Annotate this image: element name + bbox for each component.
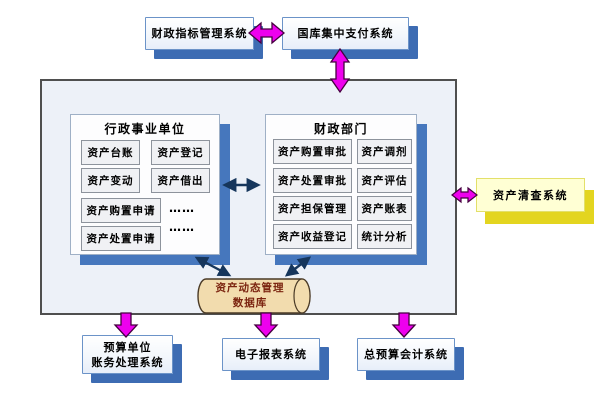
- database-label-line2: 数据库: [232, 297, 268, 309]
- down-arrow-middle-icon: [253, 312, 279, 338]
- ellipsis-admin-1: ……: [169, 201, 195, 215]
- ellipsis-admin-2: ……: [169, 220, 195, 234]
- cell-purchase-approval: 资产购置审批: [273, 139, 352, 164]
- cell-asset-lending: 资产借出: [151, 168, 210, 193]
- cell-asset-appraisal: 资产评估: [357, 168, 412, 193]
- cell-statistical-analysis: 统计分析: [357, 224, 412, 249]
- cell-asset-ledger: 资产台账: [81, 140, 140, 165]
- down-arrow-left-icon: [113, 312, 139, 338]
- box-treasury-payment-system: 国库集中支付系统: [282, 17, 409, 50]
- database-label: 资产动态管理 数据库: [198, 281, 302, 311]
- cell-asset-registration: 资产登记: [151, 140, 210, 165]
- cell-asset-allocation: 资产调剂: [357, 139, 412, 164]
- box-treasury-payment-label: 国库集中支付系统: [297, 27, 394, 40]
- cell-asset-disposal-request: 资产处置申请: [81, 226, 161, 251]
- box-budget-unit-label-line2: 账务处理系统: [91, 355, 164, 369]
- double-arrow-top-horizontal-icon: [247, 21, 286, 45]
- box-asset-inventory-label: 资产清查系统: [493, 189, 568, 202]
- box-asset-inventory-system: 资产清查系统: [476, 178, 585, 212]
- down-arrow-right-icon: [391, 312, 417, 338]
- cell-asset-purchase-request: 资产购置申请: [81, 198, 161, 223]
- group-finance-dept: 财政部门 资产购置审批 资产调剂 资产处置审批 资产评估 资产担保管理 资产账表…: [265, 114, 417, 255]
- box-electronic-report-system: 电子报表系统: [222, 338, 320, 371]
- cell-income-registration: 资产收益登记: [273, 224, 352, 249]
- group-admin-unit-title: 行政事业单位: [104, 122, 186, 136]
- box-general-budget-label: 总预算会计系统: [364, 348, 448, 361]
- box-general-budget-accounting-system: 总预算会计系统: [357, 338, 455, 371]
- cell-asset-accounts: 资产账表: [357, 196, 412, 221]
- cell-asset-change: 资产变动: [81, 168, 140, 193]
- group-admin-unit: 行政事业单位 资产台账 资产登记 资产变动 资产借出 资产购置申请 …… 资产处…: [70, 114, 220, 255]
- box-budget-unit-label-line1: 预算单位: [103, 340, 152, 354]
- database-label-line1: 资产动态管理: [215, 282, 285, 294]
- box-electronic-report-label: 电子报表系统: [235, 348, 307, 361]
- cell-disposal-approval: 资产处置审批: [273, 168, 352, 193]
- box-fiscal-indicator-label: 财政指标管理系统: [151, 27, 248, 40]
- group-finance-dept-title: 财政部门: [313, 122, 368, 136]
- cell-guarantee-management: 资产担保管理: [273, 196, 352, 221]
- box-budget-unit-accounting-system: 预算单位 账务处理系统: [82, 335, 173, 374]
- box-fiscal-indicator-system: 财政指标管理系统: [145, 17, 254, 50]
